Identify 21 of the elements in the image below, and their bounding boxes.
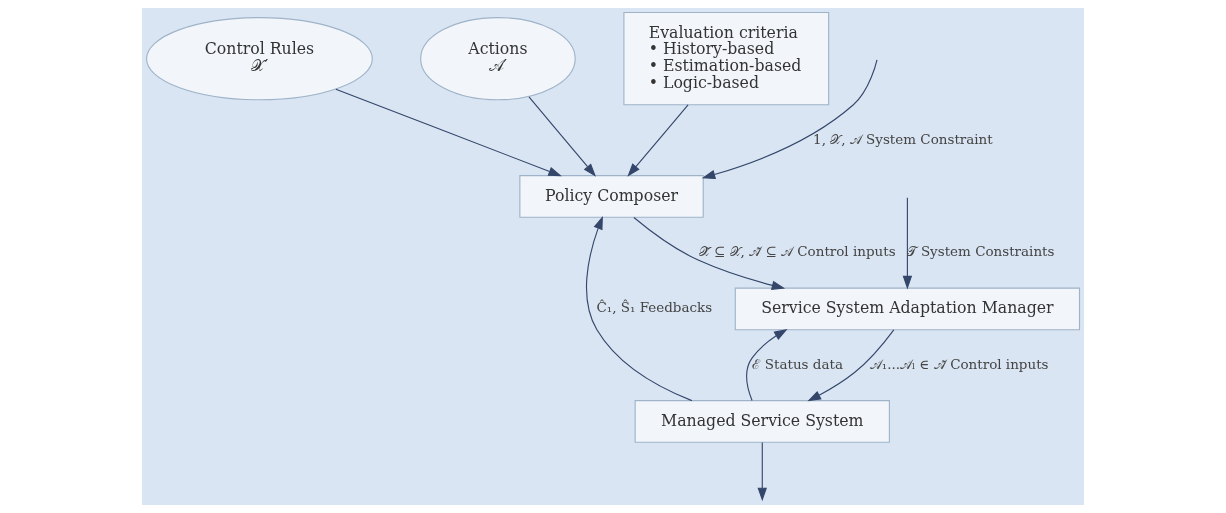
node-box: Evaluation criteria • History-based • Estimation-based • Logic-based: [623, 12, 830, 106]
node-box: Managed Service System: [634, 400, 890, 443]
node-ellipse: Control Rules 𝒳′: [146, 17, 373, 101]
edge-label: 𝒜₁...𝒜ₗ ∈ 𝒜̃ Control inputs: [869, 355, 1049, 372]
node-box: Service System Adaptation Manager: [734, 287, 1081, 331]
edge-label: 𝒳̃ ⊆ 𝒳, 𝒜̃ ⊆ 𝒜 Control inputs: [698, 243, 896, 260]
arrow: [335, 88, 562, 177]
arrow: [902, 197, 913, 290]
arrow: [528, 96, 596, 177]
arrow: [746, 329, 788, 402]
node-ellipse: Actions 𝒜′: [420, 17, 576, 101]
arrow: [807, 329, 895, 402]
arrow: [757, 441, 767, 502]
edge-label: 1, 𝒳, 𝒜 System Constraint: [813, 130, 993, 147]
arrow: [627, 104, 689, 177]
arrow: [701, 59, 878, 180]
arrow: [585, 215, 693, 402]
edge-label: Ĉ₁, Ŝ₁ Feedbacks: [596, 299, 713, 316]
arrow: [633, 217, 786, 290]
edge-label: ℰ Status data: [752, 355, 843, 372]
node-box: Policy Composer: [519, 175, 704, 218]
